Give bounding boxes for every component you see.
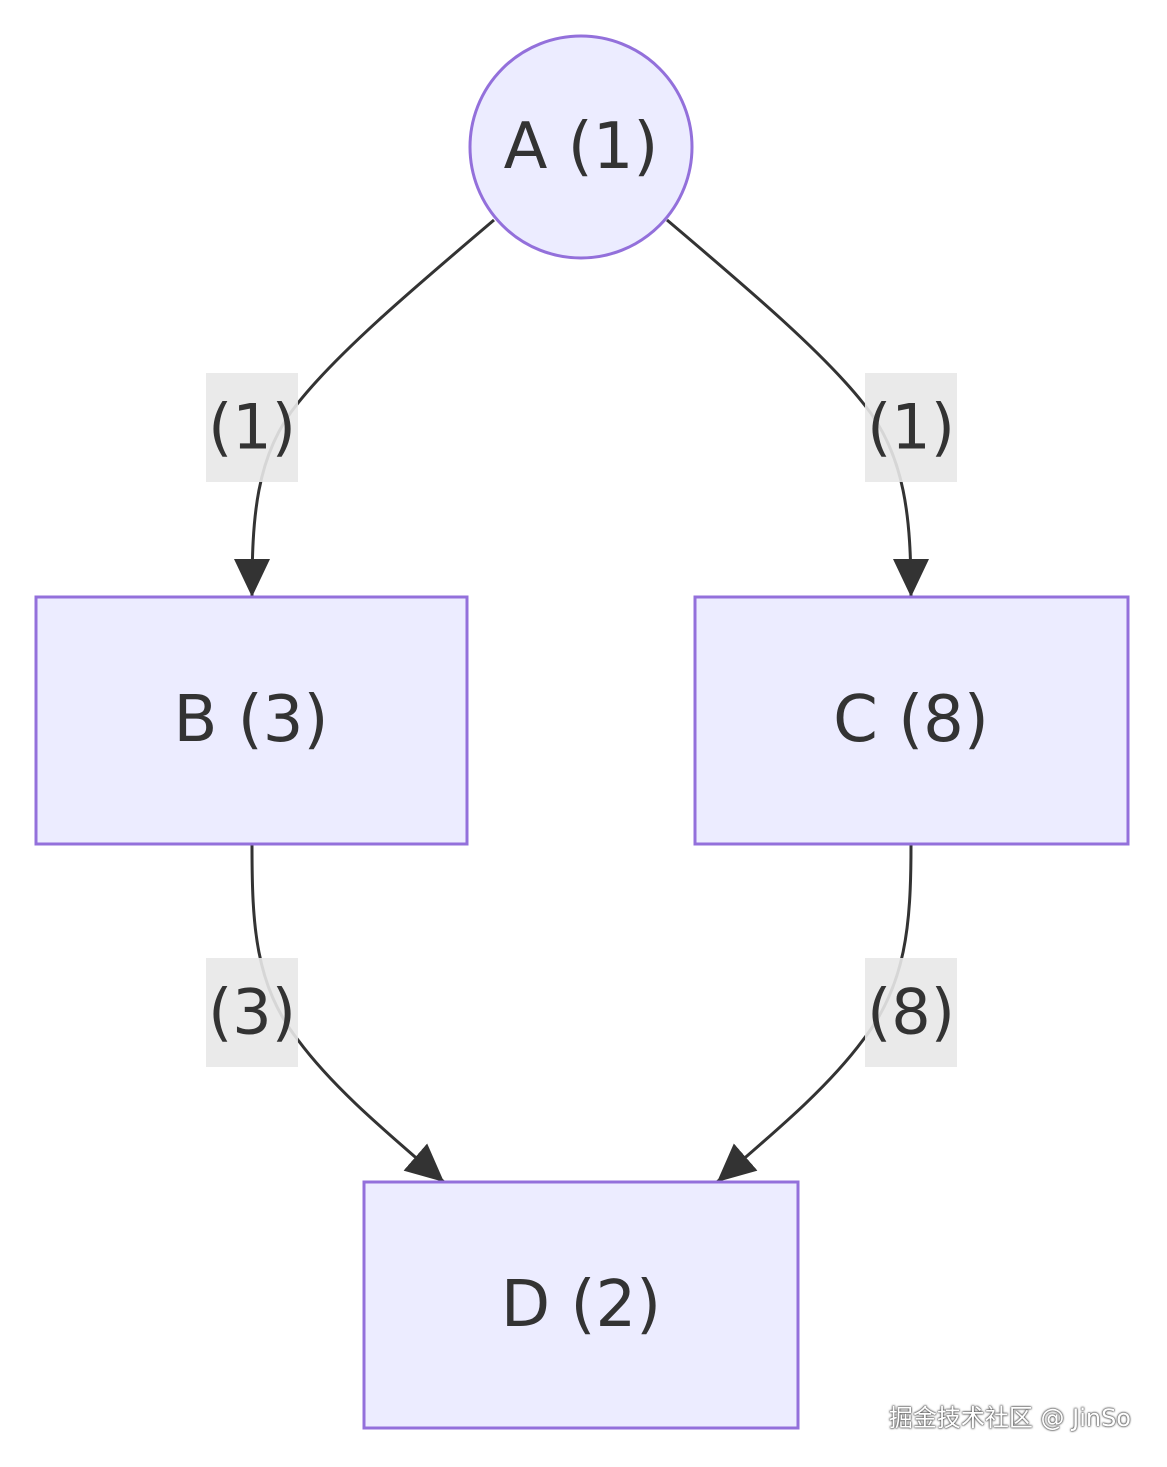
edge-c-d-line: [716, 844, 913, 1184]
edge-label-c-d-text: (8): [867, 976, 955, 1049]
edge-label-b-d: (3): [206, 958, 298, 1067]
edge-a-b: [234, 218, 495, 598]
node-b-label: B (3): [174, 683, 329, 757]
edge-label-a-b: (1): [206, 373, 298, 482]
watermark: 掘金技术社区 @ JinSo: [888, 1404, 1131, 1432]
node-a: A (1): [468, 34, 694, 260]
edge-label-a-b-text: (1): [208, 391, 296, 464]
node-c: C (8): [693, 595, 1130, 846]
node-d: D (2): [362, 1180, 800, 1430]
node-c-label: C (8): [833, 683, 989, 757]
edge-label-a-c: (1): [865, 373, 957, 482]
node-d-label: D (2): [501, 1268, 661, 1342]
edge-label-a-c-text: (1): [867, 391, 955, 464]
edge-label-b-d-text: (3): [208, 976, 296, 1049]
edge-a-c-line: [666, 218, 929, 598]
edge-a-c: [666, 218, 929, 598]
edge-c-d: [716, 844, 913, 1184]
node-b: B (3): [34, 595, 469, 846]
node-a-label: A (1): [504, 110, 659, 184]
edge-a-b-line: [234, 218, 495, 598]
edge-label-c-d: (8): [865, 958, 957, 1067]
